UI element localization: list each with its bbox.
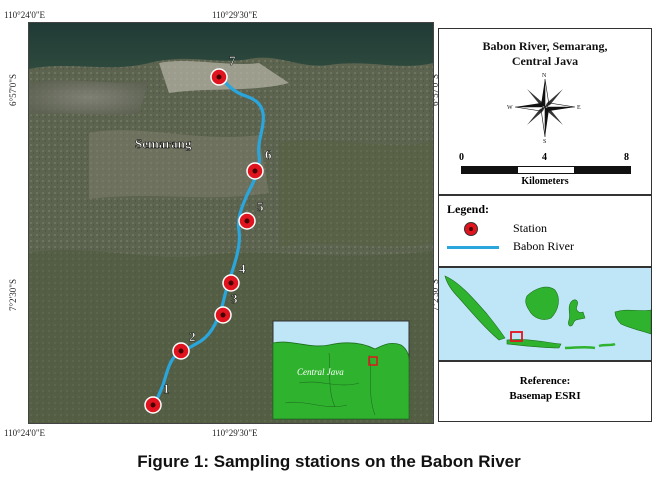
study-area-marker <box>510 331 523 342</box>
scale-tick-4: 4 <box>542 152 547 163</box>
papua-shape <box>614 309 652 335</box>
station-1[interactable]: 1 <box>144 381 170 414</box>
station-2[interactable]: 2 <box>172 329 196 360</box>
nusa-tenggara-shape <box>564 342 616 350</box>
java-sea <box>29 23 433 69</box>
coord-top-center: 110°29'30"E <box>212 10 258 20</box>
scale-tick-8: 8 <box>624 152 629 163</box>
station-4-label: 4 <box>239 261 246 276</box>
station-1-label: 1 <box>163 381 170 396</box>
compass-s: S <box>543 139 546 143</box>
map-canvas: Semarang 7 6 5 4 3 <box>29 23 433 423</box>
coord-left-upper: 6°57'0"S <box>8 74 18 106</box>
indonesia-map <box>444 275 652 350</box>
legend-heading: Legend: <box>447 202 489 216</box>
map-title-line2: Central Java <box>511 54 579 68</box>
inset-label: Central Java <box>297 367 344 377</box>
compass-w: W <box>507 105 513 111</box>
legend-river-label: Babon River <box>513 239 574 253</box>
legend-station-label: Station <box>513 221 548 235</box>
kalimantan-shape <box>525 286 559 320</box>
scale-unit: Kilometers <box>521 176 569 187</box>
station-7[interactable]: 7 <box>210 53 236 86</box>
compass-rose-icon: N S W E <box>507 73 581 143</box>
city-label-semarang: Semarang <box>135 136 192 151</box>
station-6-label: 6 <box>265 147 272 162</box>
station-6[interactable]: 6 <box>246 147 272 180</box>
central-java-inset: Central Java <box>272 320 410 420</box>
station-7-label: 7 <box>229 53 236 68</box>
coord-bottom-left: 110°24'0"E <box>4 428 46 438</box>
sulawesi-shape <box>568 299 586 327</box>
compass-n: N <box>542 73 547 79</box>
figure-caption: Figure 1: Sampling stations on the Babon… <box>137 452 521 471</box>
reference-source: Basemap ESRI <box>509 390 581 402</box>
compass-e: E <box>577 105 581 111</box>
station-3-label: 3 <box>231 291 238 306</box>
scale-tick-0: 0 <box>459 152 464 163</box>
station-3[interactable]: 3 <box>214 291 238 324</box>
scale-bar <box>461 166 631 174</box>
legend-panel: Legend: Station Babon River <box>438 195 652 267</box>
station-2-label: 2 <box>189 329 196 344</box>
station-legend-icon <box>464 222 478 236</box>
coord-left-lower: 7°2'30"S <box>8 279 18 311</box>
satellite-map: Semarang 7 6 5 4 3 <box>28 22 434 424</box>
station-5[interactable]: 5 <box>238 199 264 230</box>
map-title-line1: Babon River, Semarang, <box>482 39 608 53</box>
indonesia-locator <box>438 267 652 361</box>
reference-heading: Reference: <box>519 375 571 387</box>
station-5-label: 5 <box>257 199 264 214</box>
inset-location-marker <box>368 356 378 366</box>
title-panel: Babon River, Semarang, Central Java N S … <box>438 28 652 195</box>
river-legend-line <box>447 246 499 249</box>
reference-panel: Reference: Basemap ESRI <box>438 361 652 422</box>
station-4[interactable]: 4 <box>222 261 246 292</box>
sumatra-shape <box>444 275 506 341</box>
coord-top-left: 110°24'0"E <box>4 10 46 20</box>
coord-bottom-center: 110°29'30"E <box>212 428 258 438</box>
